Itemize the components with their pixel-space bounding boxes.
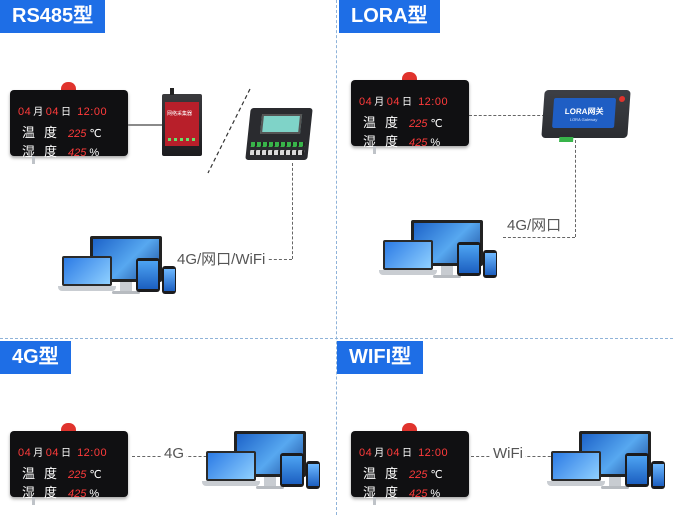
link-line <box>469 115 545 116</box>
tablet-icon <box>625 453 649 487</box>
vertical-divider <box>336 0 337 515</box>
alarm-light-icon <box>61 82 76 91</box>
link-label: 4G/网口 <box>505 214 564 235</box>
tablet-icon <box>457 242 481 276</box>
horizontal-divider <box>0 338 673 339</box>
panel-title: 4G型 <box>0 341 71 374</box>
phone-icon <box>162 266 176 294</box>
separator-slash <box>207 88 251 174</box>
client-devices <box>58 236 180 300</box>
phone-icon <box>483 250 497 278</box>
rs485-cable <box>128 124 162 126</box>
client-devices <box>547 431 669 495</box>
link-line <box>503 237 575 238</box>
panel-title: LORA型 <box>339 0 440 33</box>
link-label: 4G <box>162 445 187 462</box>
tablet-icon <box>136 258 160 292</box>
laptop-icon <box>551 451 601 481</box>
panel-title: RS485型 <box>0 0 106 33</box>
panel-title: WIFI型 <box>337 341 424 374</box>
network-collector-device: 网络采集器 <box>162 88 202 156</box>
alarm-light-icon <box>402 72 417 81</box>
phone-icon <box>306 461 320 489</box>
client-devices <box>379 220 501 284</box>
link-label: WiFi <box>491 445 525 462</box>
phone-icon <box>651 461 665 489</box>
alarm-light-icon <box>61 423 76 432</box>
laptop-icon <box>62 256 112 286</box>
laptop-icon <box>383 240 433 270</box>
link-line <box>292 163 293 259</box>
alarm-light-icon <box>402 423 417 432</box>
lora-gateway-device: LORA网关 LORA Gateway <box>541 90 631 142</box>
client-devices <box>202 431 324 495</box>
laptop-icon <box>206 451 256 481</box>
tablet-icon <box>280 453 304 487</box>
link-label: 4G/网口/WiFi <box>175 248 268 269</box>
data-collector-device <box>245 108 313 160</box>
link-line <box>575 140 576 237</box>
